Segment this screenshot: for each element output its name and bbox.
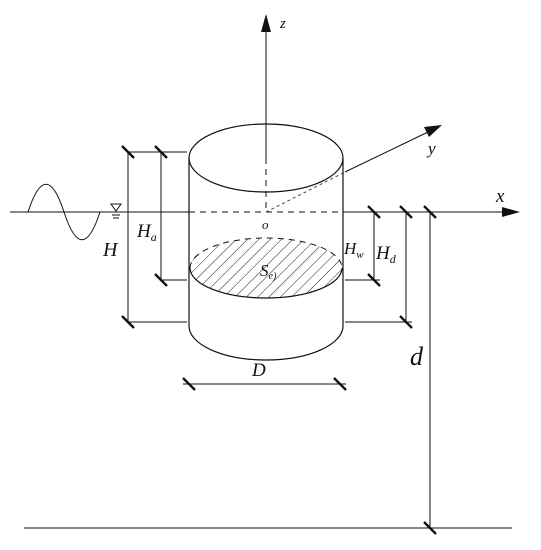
sine-wave-icon [27, 183, 101, 241]
x-axis-label: x [495, 186, 505, 207]
x-axis [10, 207, 520, 217]
dim-Hd [345, 205, 413, 329]
origin-label: o [262, 217, 269, 232]
triangle-down-water-level-icon [110, 203, 122, 219]
dim-Hw [345, 205, 381, 287]
cylinder [188, 123, 344, 361]
z-axis-arrow [261, 14, 271, 32]
Hw-label: Hw [343, 239, 364, 261]
S-label: Se) [260, 261, 277, 282]
Ha-label: Ha [136, 221, 157, 244]
dim-D [182, 377, 347, 391]
y-axis-line [344, 131, 429, 173]
H-label: H [102, 239, 119, 261]
waterplane-hatch [190, 238, 342, 298]
dim-d [423, 205, 437, 535]
D-label: D [251, 360, 266, 381]
waterplane-back-arc [189, 237, 343, 269]
y-axis-hidden-line [265, 171, 346, 213]
cylinder-bottom-arc [188, 325, 344, 361]
z-axis [261, 14, 271, 212]
y-axis-label: y [426, 139, 436, 158]
y-axis-arrow [424, 125, 442, 137]
y-axis [265, 125, 442, 213]
d-label: d [410, 342, 424, 371]
Hd-label: Hd [375, 243, 397, 266]
x-axis-arrow [502, 207, 520, 217]
dim-H [121, 145, 187, 329]
z-axis-label: z [279, 16, 286, 32]
dim-Ha [154, 145, 187, 287]
waterplane-front-arc [189, 267, 343, 299]
